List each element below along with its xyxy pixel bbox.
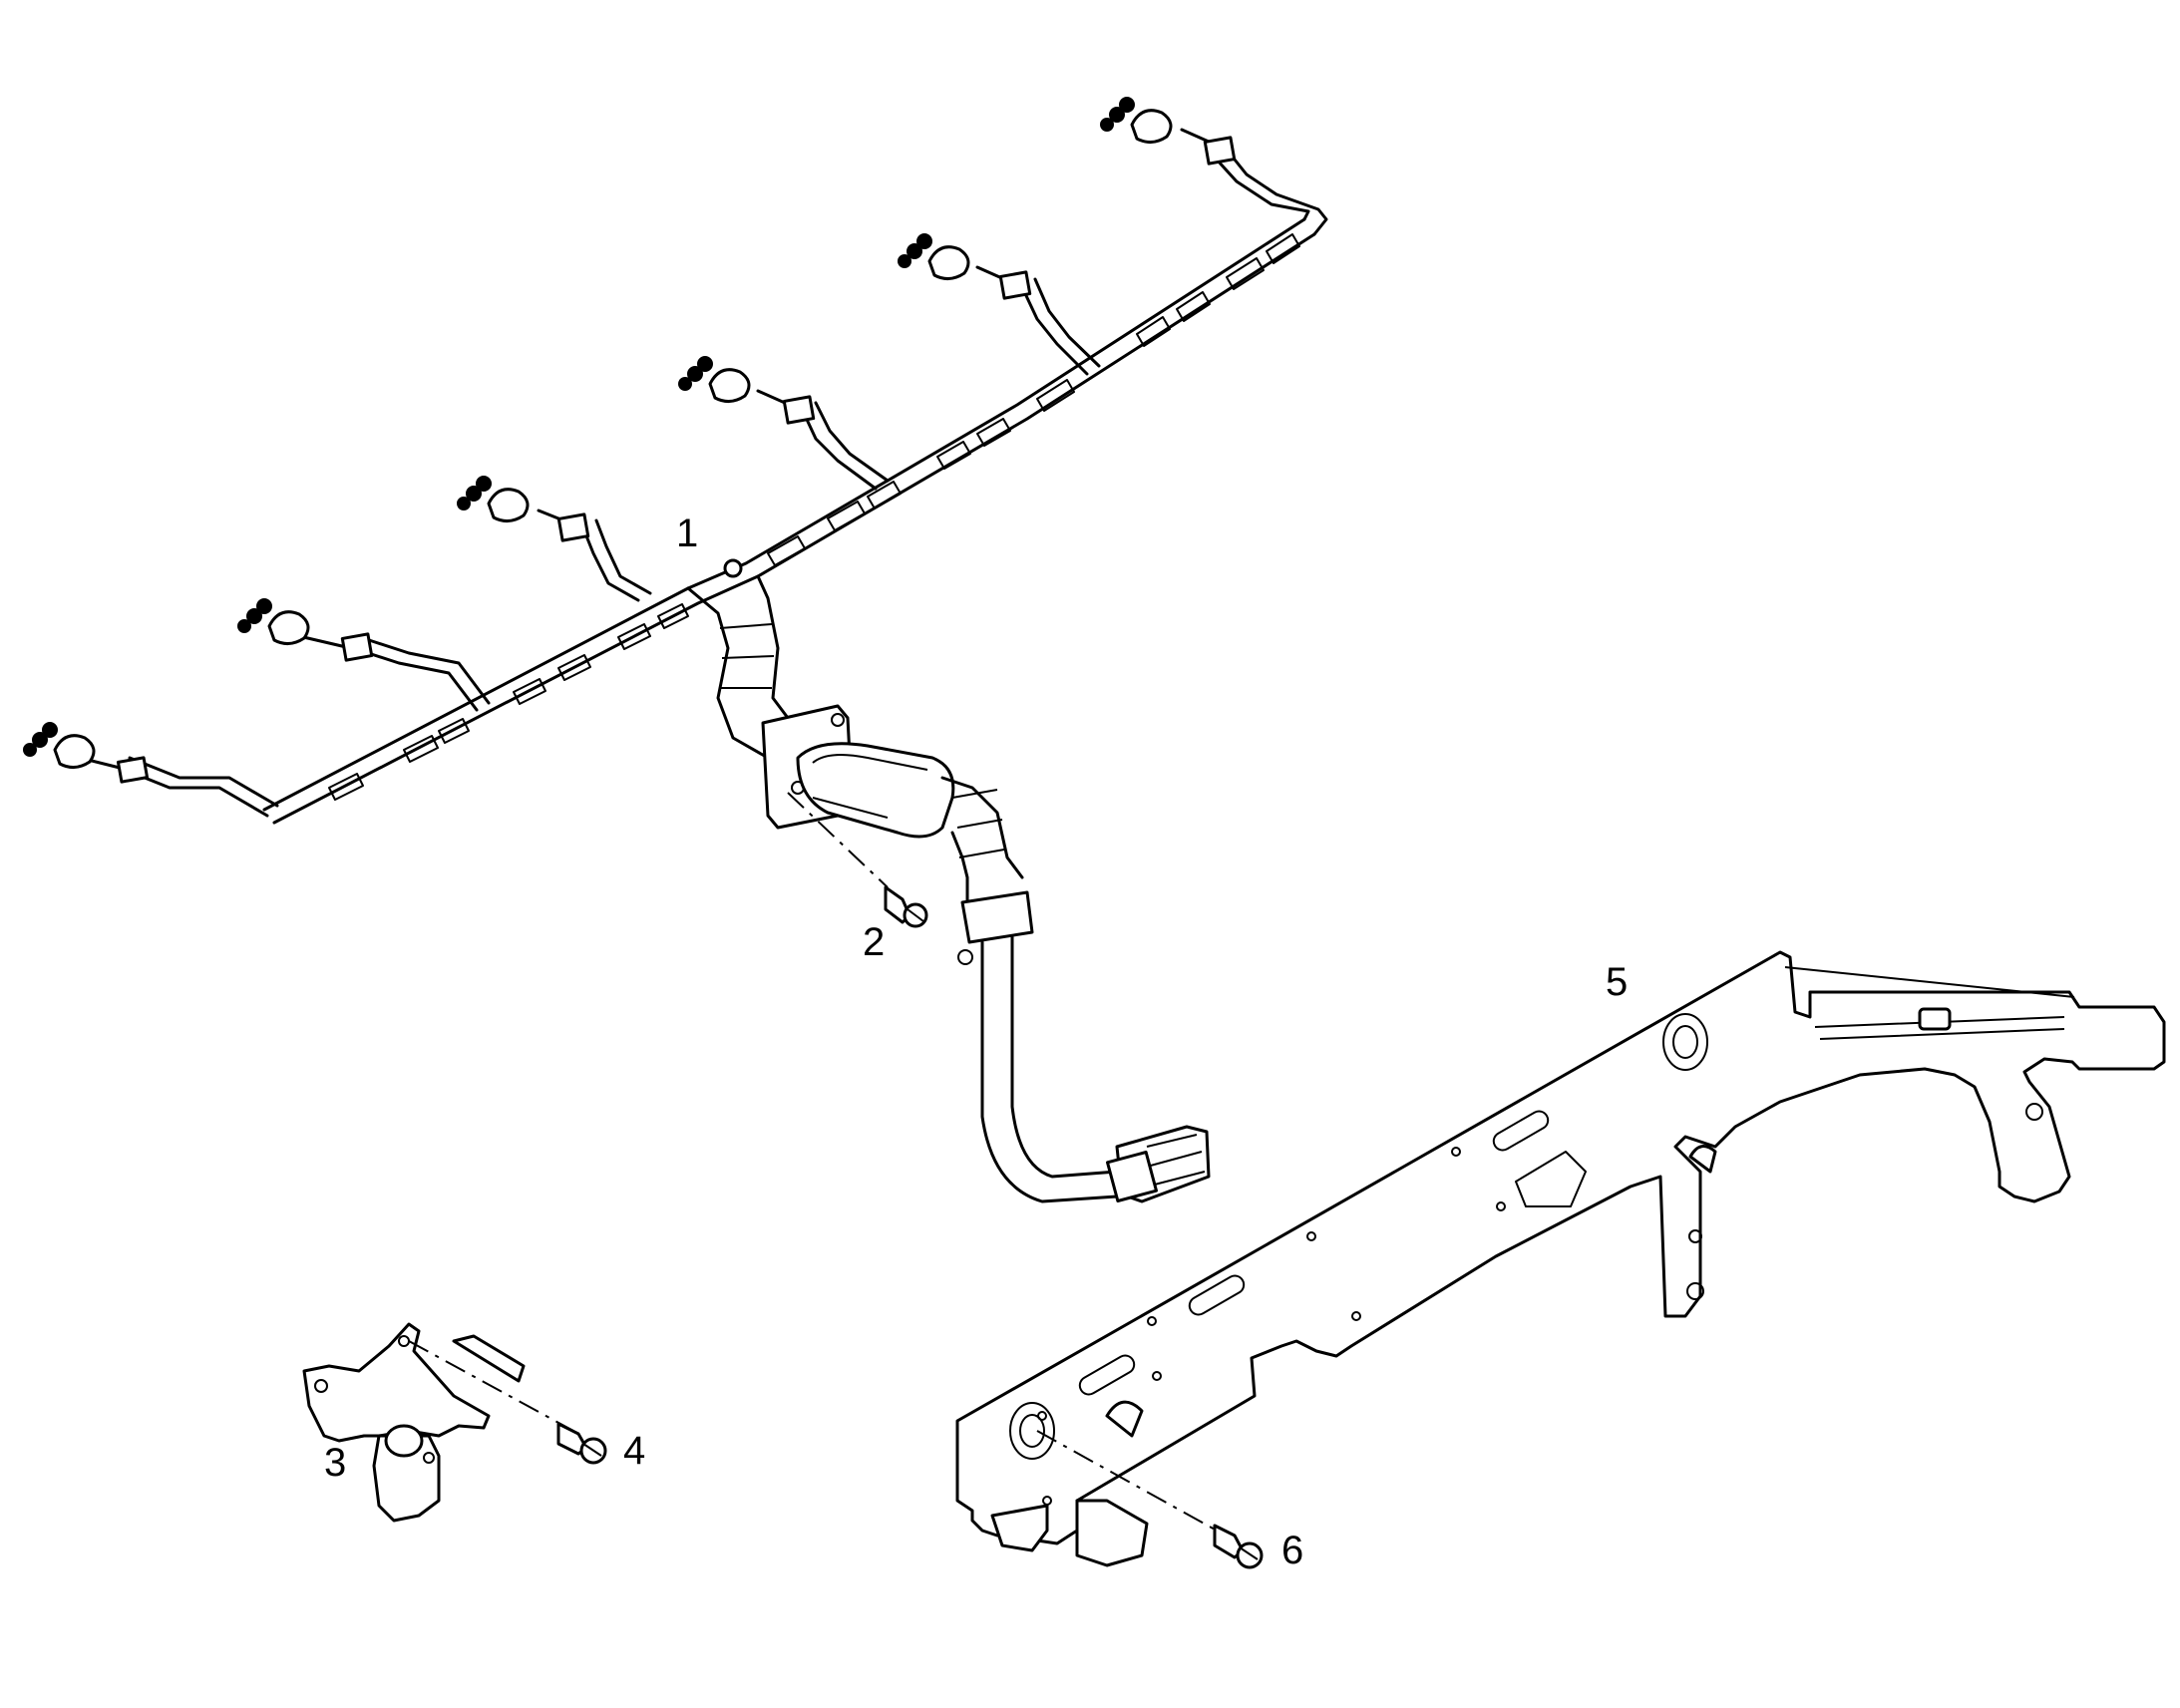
callout-6: 6 (1281, 1529, 1304, 1572)
bolt-2 (787, 792, 928, 928)
bolt-4 (556, 1422, 607, 1465)
wiring-harness (23, 97, 1328, 1203)
callout-3: 3 (324, 1441, 347, 1485)
callout-1: 1 (676, 512, 699, 555)
callout-5: 5 (1606, 960, 1629, 1004)
bracket-5 (955, 950, 2166, 1567)
callout-2: 2 (863, 920, 886, 964)
bolt-6 (1036, 1430, 1264, 1569)
bracket-3 (302, 1322, 574, 1523)
callout-4: 4 (623, 1429, 646, 1473)
